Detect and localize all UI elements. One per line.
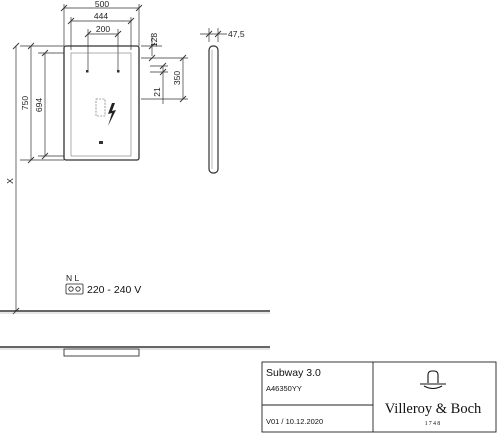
mirror-front-inner [70, 52, 132, 157]
product-name: Subway 3.0 [266, 367, 321, 379]
dim-switch-spacing: 200 [96, 24, 110, 34]
dim-depth: 47,5 [228, 29, 245, 39]
brand-name: Villeroy & Boch [385, 401, 482, 417]
dim-box-offset: 21 [152, 87, 162, 97]
villeroy-boch-logo-icon [420, 370, 446, 390]
dim-height-inner: 694 [34, 98, 44, 112]
voltage-label: 220 - 240 V [87, 284, 141, 296]
mounting-points [86, 70, 120, 144]
version-date: V01 / 10.12.2020 [266, 417, 323, 426]
article-number: A46350YY [266, 384, 302, 393]
brand-year: 1748 [425, 421, 442, 427]
dim-width-outer: 500 [95, 0, 109, 9]
mirror-top-view [63, 348, 140, 357]
dim-floor-distance: X [5, 178, 15, 184]
terminal-block-icon [65, 283, 84, 295]
dim-top-offset: 128 [149, 33, 159, 47]
dim-box-height: 350 [172, 71, 182, 85]
mirror-front-outer [63, 45, 140, 161]
mirror-side-view [208, 45, 219, 174]
lightning-bolt-icon [108, 103, 116, 126]
junction-box [95, 98, 106, 117]
dim-height-outer: 750 [20, 96, 30, 110]
title-block [261, 361, 497, 433]
terminal-labels: N L [66, 273, 80, 283]
dim-width-inner: 444 [94, 11, 108, 21]
